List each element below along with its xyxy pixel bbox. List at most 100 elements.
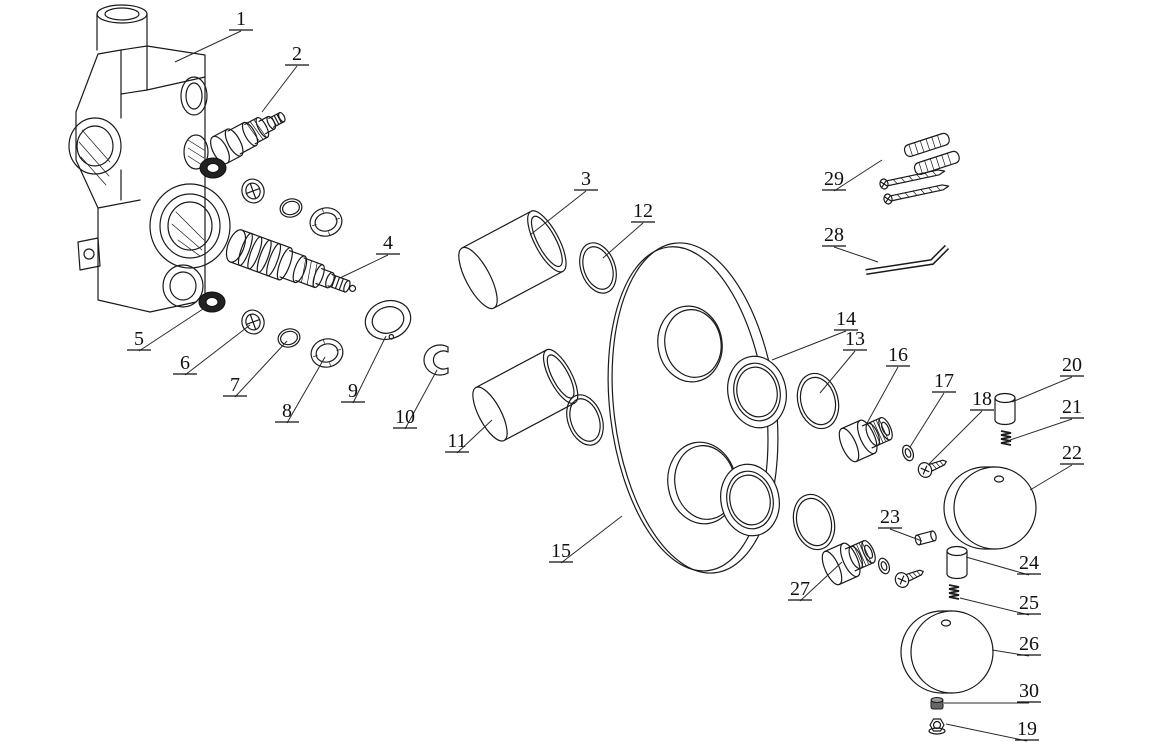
callout-20: 20 — [1011, 354, 1084, 403]
callout-5: 5 — [127, 306, 207, 352]
callout-22: 22 — [1029, 442, 1084, 491]
callout-leader-6 — [184, 324, 251, 376]
callout-leader-13 — [819, 350, 856, 394]
callout-16: 16 — [865, 344, 910, 426]
callout-number-27: 27 — [790, 578, 810, 600]
callout-11: 11 — [445, 419, 493, 454]
callout-leader-4 — [339, 254, 389, 279]
part-23-pin — [914, 530, 937, 546]
part-17-washer — [901, 444, 915, 462]
callout-layer: 1234567891011121314151617181920212223242… — [127, 8, 1084, 742]
callout-number-29: 29 — [824, 168, 844, 190]
part-11-sleeve — [472, 348, 579, 442]
callout-number-11: 11 — [447, 430, 466, 452]
part-13-o-ring — [796, 372, 840, 430]
trim-ring-lower — [720, 463, 780, 537]
upper-seal-row — [199, 157, 343, 237]
check-valve-upper — [241, 178, 265, 204]
part-12-o-ring — [579, 242, 617, 294]
callout-23: 23 — [878, 506, 923, 542]
callout-4: 4 — [339, 232, 400, 279]
part-1-valve-body — [68, 4, 231, 313]
callout-number-24: 24 — [1019, 552, 1039, 574]
callout-leader-15 — [560, 515, 623, 564]
callout-leader-29 — [833, 159, 883, 192]
callout-leader-22 — [1029, 464, 1073, 491]
callout-number-9: 9 — [348, 380, 358, 402]
o-ring-lower-large — [566, 394, 604, 446]
callout-leader-28 — [833, 246, 879, 263]
part-27-adapter — [821, 539, 876, 586]
callout-1: 1 — [174, 8, 253, 63]
callout-leader-16 — [865, 366, 899, 426]
callout-number-3: 3 — [581, 168, 591, 190]
callout-leader-10 — [404, 369, 438, 430]
callout-7: 7 — [223, 340, 288, 398]
callout-2: 2 — [261, 43, 309, 113]
callout-leader-21 — [1009, 418, 1073, 441]
callout-number-28: 28 — [824, 224, 844, 246]
part-24-cylinder — [946, 545, 968, 580]
callout-18: 18 — [927, 388, 994, 466]
callout-leader-23 — [889, 528, 923, 542]
callout-leader-11 — [456, 419, 493, 454]
callout-number-16: 16 — [888, 344, 908, 366]
callout-number-21: 21 — [1062, 396, 1082, 418]
callout-number-18: 18 — [972, 388, 992, 410]
callout-leader-18 — [927, 410, 983, 466]
part-7-o-ring — [277, 328, 301, 348]
callout-leader-14 — [771, 330, 847, 361]
callout-leader-24 — [965, 556, 1030, 576]
part-3-sleeve — [458, 210, 567, 310]
callout-number-25: 25 — [1019, 592, 1039, 614]
part-9-retaining-ring — [364, 299, 412, 341]
callout-leader-20 — [1011, 376, 1073, 403]
callout-21: 21 — [1009, 396, 1084, 441]
callout-15: 15 — [549, 515, 623, 564]
callout-19: 19 — [945, 718, 1039, 742]
callout-number-20: 20 — [1062, 354, 1082, 376]
callout-17: 17 — [909, 370, 956, 448]
callout-leader-5 — [138, 306, 207, 352]
callout-12: 12 — [602, 200, 655, 259]
part-26-handle — [900, 610, 994, 694]
part-29-anchors-and-screws — [879, 132, 960, 205]
callout-8: 8 — [275, 356, 326, 424]
callout-24: 24 — [965, 552, 1041, 576]
callout-number-22: 22 — [1062, 442, 1082, 464]
part-20-cylinder — [994, 392, 1016, 426]
part-2-cartridge — [210, 111, 286, 165]
callout-leader-25 — [959, 597, 1030, 616]
callout-10: 10 — [393, 369, 438, 430]
callout-leader-27 — [799, 561, 843, 602]
callout-number-14: 14 — [836, 308, 856, 330]
callout-leader-19 — [945, 723, 1028, 742]
part-14-trim-ring — [727, 355, 787, 429]
part-4-thermostatic-cartridge — [225, 229, 357, 293]
part-10-clip — [423, 344, 449, 376]
callout-leader-8 — [286, 356, 326, 424]
part-28-allen-key — [865, 244, 950, 275]
callout-number-23: 23 — [880, 506, 900, 528]
callout-number-7: 7 — [230, 374, 240, 396]
callout-leader-9 — [352, 335, 387, 404]
callout-number-6: 6 — [180, 352, 190, 374]
part-16-adapter — [838, 416, 893, 463]
callout-number-12: 12 — [633, 200, 653, 222]
callout-leader-17 — [909, 392, 945, 448]
callout-number-1: 1 — [236, 8, 246, 30]
callout-leader-3 — [529, 190, 587, 236]
callout-number-5: 5 — [134, 328, 144, 350]
callout-number-4: 4 — [383, 232, 393, 254]
callout-30: 30 — [944, 680, 1041, 704]
callout-number-8: 8 — [282, 400, 292, 422]
callout-28: 28 — [822, 224, 879, 263]
part-8-plug — [310, 338, 344, 368]
part-30-cap — [930, 697, 944, 710]
part-21-set-screw — [1000, 430, 1012, 446]
screw-lower — [894, 569, 924, 588]
callout-26: 26 — [991, 633, 1041, 657]
callout-number-26: 26 — [1019, 633, 1039, 655]
o-ring-upper — [279, 198, 303, 218]
callout-6: 6 — [173, 324, 251, 376]
